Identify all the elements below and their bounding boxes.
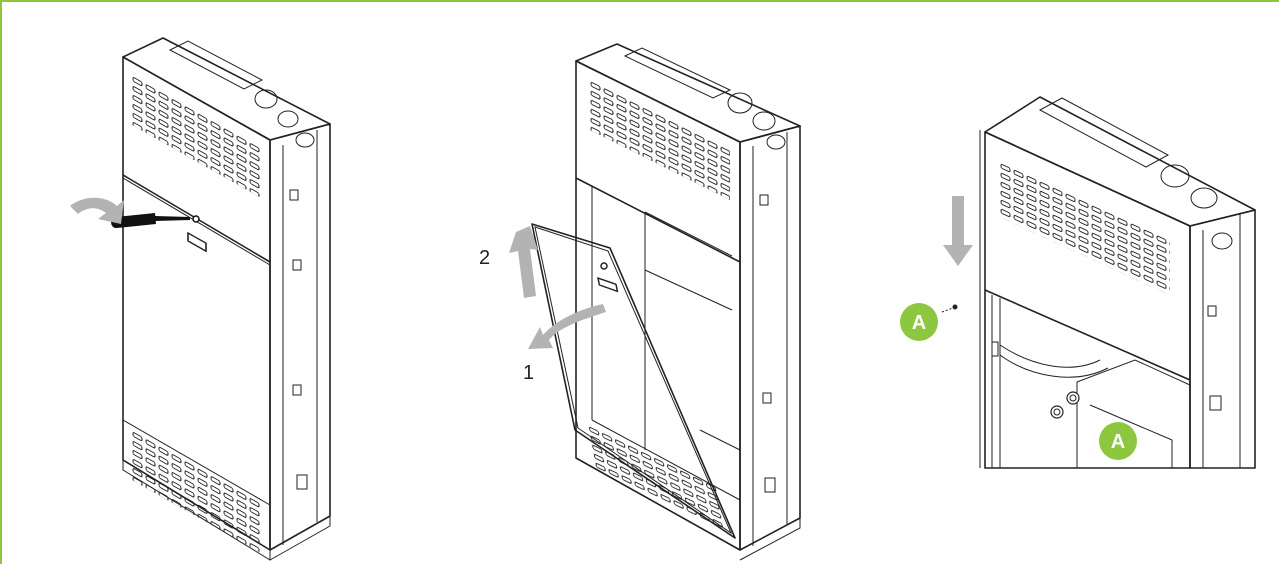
front-panel-removed <box>531 223 736 539</box>
step-1-label: 1 <box>523 362 534 384</box>
panel-1-unit-closed <box>122 37 331 561</box>
up-arrow-icon <box>509 226 538 298</box>
svg-text:A: A <box>912 312 926 334</box>
screw-point <box>952 304 958 310</box>
step-2-label: 2 <box>479 247 490 269</box>
panel-2-unit-panel-removing <box>575 43 801 561</box>
down-arrow-icon <box>943 196 973 266</box>
badge-a-bottom: A <box>1099 422 1137 460</box>
rotate-arrow-icon <box>70 197 124 224</box>
svg-text:A: A <box>1111 431 1125 453</box>
badge-a-left: A <box>900 303 938 341</box>
panel-3-unit-opened <box>979 96 1256 469</box>
curved-arrow-icon <box>528 304 606 349</box>
